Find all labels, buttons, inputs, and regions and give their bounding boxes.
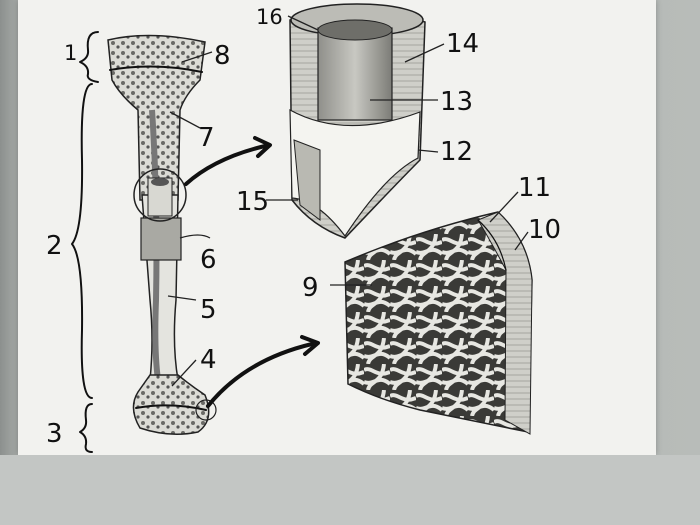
spongy-bone-block [345, 212, 532, 434]
label-2: 2 [46, 231, 63, 261]
label-9: 9 [302, 273, 319, 303]
label-6: 6 [200, 245, 217, 275]
label-11: 11 [518, 173, 551, 203]
arrow-lower [208, 344, 312, 406]
label-13: 13 [440, 87, 473, 117]
bracket-2 [72, 84, 92, 398]
label-10: 10 [528, 215, 561, 245]
bracket-3 [80, 404, 92, 452]
leader-6 [180, 235, 210, 238]
bracket-1 [80, 32, 98, 82]
cylinder-top [318, 20, 392, 40]
region-brackets [72, 32, 98, 452]
label-14: 14 [446, 29, 479, 59]
label-5: 5 [200, 295, 217, 325]
label-15: 15 [236, 187, 269, 217]
section-plug-top [151, 178, 169, 186]
label-1: 1 [64, 41, 77, 65]
periosteum-band [141, 218, 181, 260]
label-3: 3 [46, 419, 63, 449]
label-7: 7 [198, 123, 215, 153]
label-4: 4 [200, 345, 217, 375]
label-8: 8 [214, 41, 231, 71]
compact-bone-section [290, 4, 425, 238]
medullary-cylinder [318, 28, 392, 120]
label-12: 12 [440, 137, 473, 167]
label-16: 16 [256, 5, 283, 29]
